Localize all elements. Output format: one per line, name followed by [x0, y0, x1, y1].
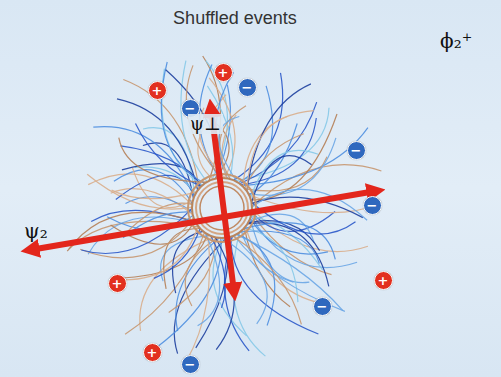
particle-track	[252, 156, 312, 203]
psi2-arrow	[30, 191, 376, 250]
charge-sign: −	[317, 300, 328, 313]
charge-sign: −	[367, 199, 378, 212]
charge-circle: −	[313, 297, 332, 316]
particle-track	[117, 99, 198, 190]
charge-circle: +	[143, 343, 162, 362]
axis-label: ϕ₂⁺	[438, 30, 474, 52]
particle-track	[240, 231, 319, 263]
charge-circle: +	[148, 81, 167, 100]
particle-track	[243, 111, 314, 187]
axis-label: ψ₂	[22, 220, 50, 242]
charge-sign: −	[185, 102, 196, 115]
charge-sign: +	[152, 84, 163, 97]
particle-track	[233, 232, 265, 356]
charge-sign: +	[112, 277, 123, 290]
charge-circle: −	[181, 355, 200, 374]
charge-sign: +	[147, 346, 158, 359]
particle-track	[234, 73, 283, 181]
particle-track	[244, 223, 335, 260]
charge-circle: +	[108, 274, 127, 293]
charge-sign: +	[218, 66, 229, 79]
particle-track	[251, 114, 337, 200]
charge-circle: +	[374, 271, 393, 290]
particle-track	[231, 237, 319, 334]
diagram-title: Shuffled events	[0, 8, 470, 29]
particle-track	[88, 174, 192, 205]
particle-track	[198, 233, 220, 326]
particle-track	[123, 80, 199, 189]
charge-circle: −	[363, 196, 382, 215]
particle-track	[186, 234, 210, 362]
particle-track	[220, 106, 246, 179]
particle-track	[241, 231, 293, 282]
axis-label: ψ⊥	[188, 114, 223, 134]
charge-sign: −	[185, 358, 196, 371]
charge-circle: +	[214, 63, 233, 82]
psi-perp-arrow	[211, 108, 234, 292]
particle-track	[112, 190, 197, 199]
charge-circle: −	[238, 78, 257, 97]
particle-track	[157, 238, 221, 347]
charge-sign: −	[351, 144, 362, 157]
particle-track	[169, 237, 216, 312]
particle-tracks	[67, 56, 381, 362]
particle-track	[250, 218, 309, 283]
particle-track	[133, 168, 194, 208]
charge-circle: −	[347, 141, 366, 160]
charge-sign: +	[378, 274, 389, 287]
particle-track	[246, 227, 323, 304]
particle-track	[240, 102, 317, 184]
particle-track	[143, 128, 194, 196]
particle-track	[247, 84, 311, 191]
charge-sign: −	[242, 81, 253, 94]
